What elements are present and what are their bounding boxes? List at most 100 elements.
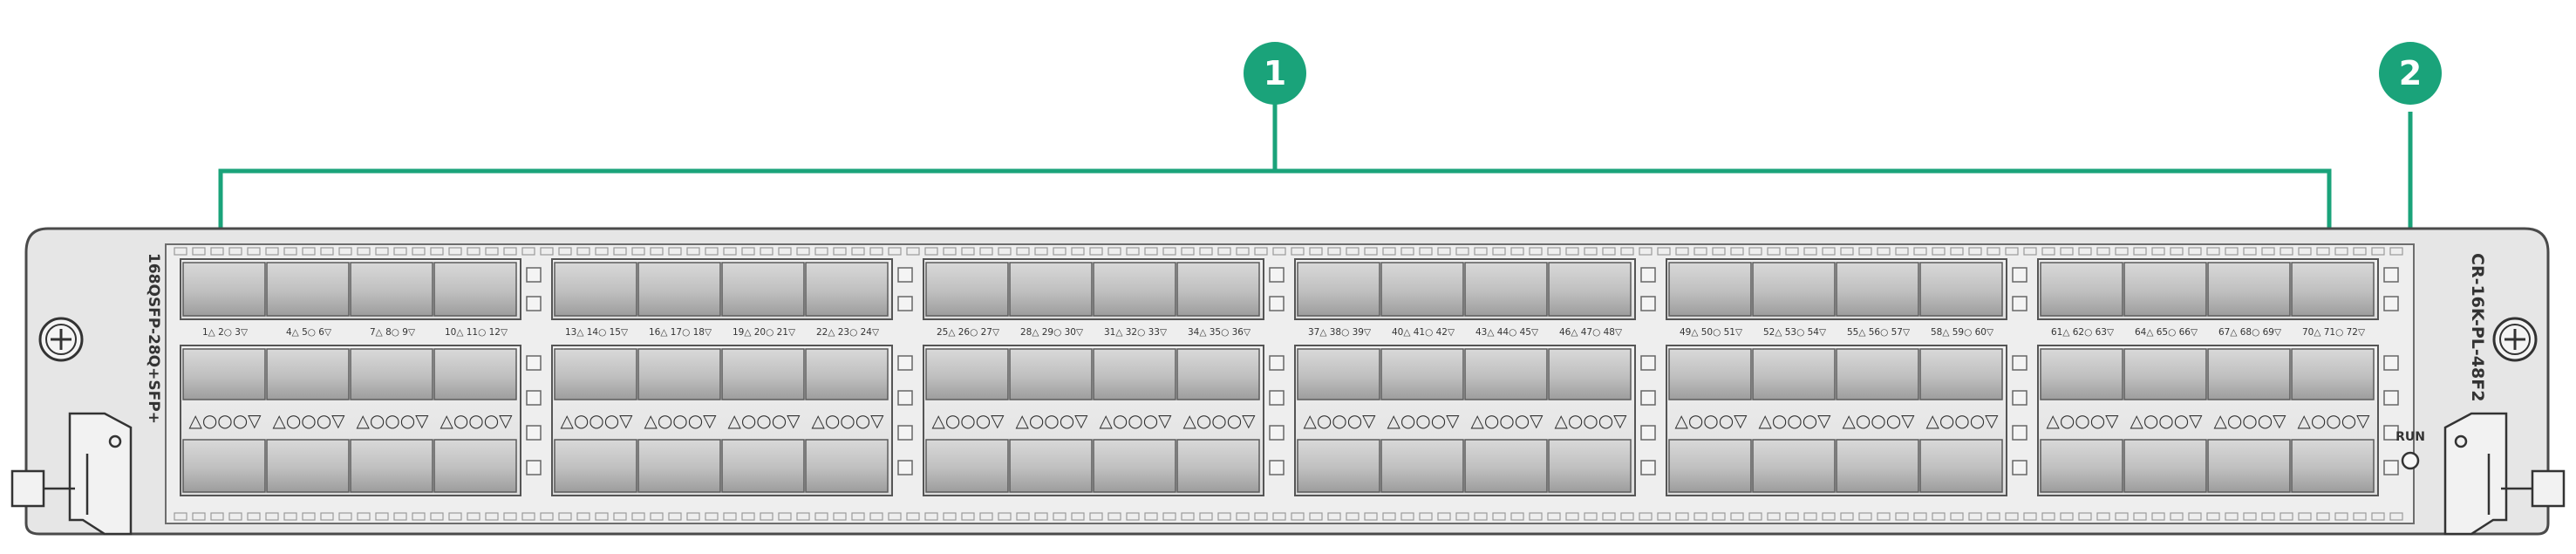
sfp-port-upper: [2207, 348, 2291, 400]
sfp-port-lower: [1297, 439, 1380, 493]
port-number-label: 40△ 41○ 42▽: [1392, 327, 1455, 338]
edge-tick: [1675, 247, 1689, 256]
edge-tick: [1620, 247, 1634, 256]
edge-tick: [2298, 512, 2312, 521]
separator-square: [526, 460, 542, 475]
edge-tick: [576, 512, 590, 521]
edge-tick: [1309, 247, 1323, 256]
edge-tick: [2316, 512, 2330, 521]
separator-square: [526, 425, 542, 441]
edge-tick: [1400, 247, 1414, 256]
edge-tick: [1547, 247, 1561, 256]
left-model-label: 168QSFP-28Q+SFP+: [145, 253, 162, 424]
sfp-port-upper: [2040, 348, 2123, 400]
edge-tick: [1950, 512, 1964, 521]
edge-tick: [210, 247, 224, 256]
sfp-port-lower: [2123, 439, 2207, 493]
edge-tick: [412, 512, 426, 521]
edge-tick: [2280, 512, 2293, 521]
edge-tick: [1987, 247, 2000, 256]
separator-square: [2383, 267, 2399, 283]
edge-tick: [796, 512, 810, 521]
edge-tick: [1693, 512, 1707, 521]
edge-tick: [741, 512, 755, 521]
edge-tick: [1034, 512, 1048, 521]
edge-tick: [1346, 512, 1360, 521]
edge-tick: [869, 512, 883, 521]
port-number-label: 19△ 20○ 21▽: [733, 327, 796, 338]
separator-square: [2383, 425, 2399, 441]
edge-tick: [228, 512, 242, 521]
sfp-port-upper: [554, 348, 637, 400]
edge-tick: [1217, 512, 1231, 521]
port-status-symbols: △○○○▽: [356, 410, 429, 431]
edge-tick: [485, 247, 499, 256]
port-status-symbols: △○○○▽: [1470, 410, 1544, 431]
edge-tick: [888, 247, 902, 256]
edge-tick: [1053, 247, 1067, 256]
edge-tick: [247, 512, 261, 521]
panel-edge-ticks: [174, 247, 2403, 521]
sfp-port-lower: [1380, 439, 1464, 493]
edge-tick: [1730, 512, 1744, 521]
edge-tick: [192, 512, 206, 521]
edge-tick: [961, 512, 975, 521]
qsfp-port: [1297, 262, 1380, 317]
edge-tick: [833, 247, 847, 256]
port-status-symbols: △○○○▽: [188, 410, 262, 431]
edge-tick: [741, 247, 755, 256]
edge-tick: [2041, 512, 2055, 521]
sfp-port-upper: [925, 348, 1009, 400]
edge-tick: [1529, 247, 1543, 256]
edge-tick: [613, 247, 627, 256]
edge-tick: [2334, 247, 2348, 256]
sfp-port-lower: [1176, 439, 1260, 493]
port-number-label: 70△ 71○ 72▽: [2302, 327, 2366, 338]
edge-tick: [1034, 247, 1048, 256]
edge-tick: [906, 512, 920, 521]
right-model-label: CR-16K-PL-48F2: [2468, 253, 2487, 401]
edge-tick: [2115, 247, 2129, 256]
edge-tick: [650, 247, 664, 256]
edge-tick: [2005, 512, 2019, 521]
edge-tick: [1071, 512, 1085, 521]
sfp-port-upper: [182, 348, 266, 400]
edge-tick: [1932, 512, 1946, 521]
port-number-label: 34△ 35○ 36▽: [1188, 327, 1251, 338]
port-number-label: 13△ 14○ 15▽: [565, 327, 629, 338]
edge-tick: [210, 512, 224, 521]
edge-tick: [1089, 512, 1103, 521]
separator-square: [526, 390, 542, 406]
separator-square: [2383, 390, 2399, 406]
port-status-symbols: △○○○▽: [440, 410, 513, 431]
edge-tick: [1236, 247, 1250, 256]
qsfp-port: [1176, 262, 1260, 317]
edge-tick: [1364, 247, 1378, 256]
sfp-port-upper: [1752, 348, 1836, 400]
port-status-symbols: △○○○▽: [2297, 410, 2370, 431]
edge-tick: [2261, 512, 2275, 521]
edge-tick: [778, 247, 792, 256]
edge-tick: [393, 512, 407, 521]
edge-tick: [1254, 512, 1268, 521]
callout-1-number: 1: [1264, 54, 1286, 92]
separator-square: [2012, 267, 2027, 283]
edge-tick: [1602, 247, 1616, 256]
edge-tick: [283, 247, 297, 256]
edge-tick: [1547, 512, 1561, 521]
edge-tick: [521, 512, 535, 521]
edge-tick: [1968, 512, 1982, 521]
qsfp-port: [1009, 262, 1093, 317]
port-number-label: 10△ 11○ 12▽: [445, 327, 508, 338]
edge-tick: [1767, 512, 1781, 521]
edge-tick: [2005, 247, 2019, 256]
edge-tick: [1291, 247, 1305, 256]
edge-tick: [375, 512, 389, 521]
edge-tick: [1712, 512, 1726, 521]
edge-tick: [1437, 512, 1451, 521]
edge-tick: [2096, 512, 2110, 521]
edge-tick: [631, 512, 645, 521]
edge-tick: [723, 512, 737, 521]
edge-tick: [1639, 512, 1653, 521]
edge-tick: [760, 247, 773, 256]
